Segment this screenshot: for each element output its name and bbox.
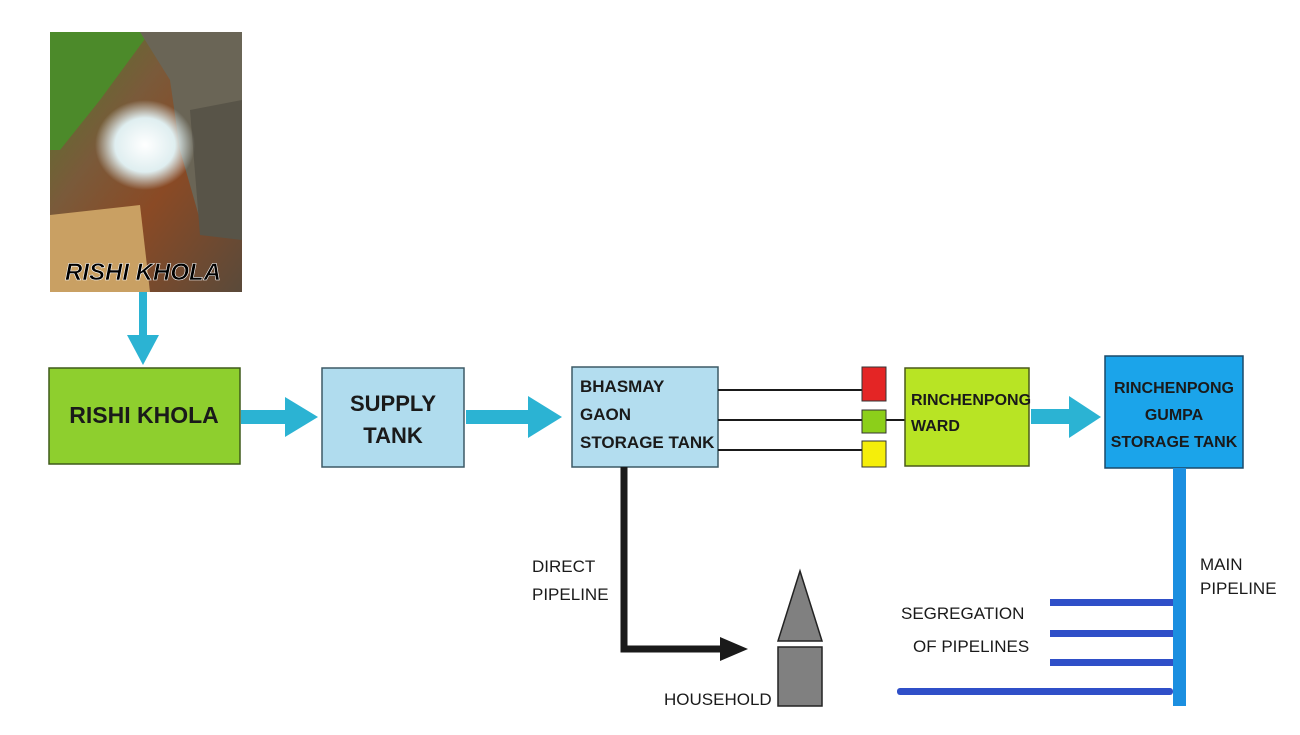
segregation-label-line1: SEGREGATION xyxy=(901,604,1024,623)
rishi-khola-photo: RISHI KHOLA xyxy=(50,32,242,292)
household-label: HOUSEHOLD xyxy=(664,690,772,709)
flow-arrow-1 xyxy=(241,397,318,437)
bhasmay-gaon-storage-tank-box xyxy=(571,366,719,468)
main-pipeline xyxy=(1173,468,1186,706)
household-icon xyxy=(776,568,824,707)
rinchenpong-ward-box xyxy=(904,367,1030,467)
main-pipeline-label-line2: PIPELINE xyxy=(1200,579,1277,598)
flow-arrow-down xyxy=(127,292,159,365)
main-pipeline-label-line1: MAIN xyxy=(1200,555,1243,574)
green-valve xyxy=(861,409,887,434)
ward-label-line2: WARD xyxy=(911,418,960,435)
red-valve xyxy=(861,366,887,402)
segregation-label-line2: OF PIPELINES xyxy=(913,637,1029,656)
branch-pipeline xyxy=(1050,599,1173,606)
direct-pipeline-label-line2: PIPELINE xyxy=(532,585,609,604)
rishi-khola-box xyxy=(48,367,241,465)
supply-tank-box xyxy=(321,367,465,468)
segregated-pipelines xyxy=(897,599,1173,695)
bhasmay-label-line2: GAON xyxy=(580,405,631,424)
gumpa-label-line2: GUMPA xyxy=(1145,407,1204,424)
direct-pipeline-arrow xyxy=(620,467,748,661)
direct-pipeline-label-line1: DIRECT xyxy=(532,557,595,576)
supply-tank-label-line2: TANK xyxy=(363,423,423,448)
flow-arrow-2 xyxy=(466,396,562,438)
rishi-khola-label: RISHI KHOLA xyxy=(69,402,219,428)
valve-connectors xyxy=(718,389,905,451)
bhasmay-label-line3: STORAGE TANK xyxy=(580,433,715,452)
ward-label-line1: RINCHENPONG xyxy=(911,392,1031,409)
photo-caption: RISHI KHOLA xyxy=(65,259,221,286)
gumpa-label-line3: STORAGE TANK xyxy=(1111,434,1238,451)
gumpa-label-line1: RINCHENPONG xyxy=(1114,380,1234,397)
branch-pipeline xyxy=(1050,659,1173,666)
branch-pipeline xyxy=(897,688,1173,695)
supply-tank-label-line1: SUPPLY xyxy=(350,391,436,416)
flow-arrow-3 xyxy=(1031,396,1101,438)
branch-pipeline xyxy=(1050,630,1173,637)
rinchenpong-gumpa-storage-tank-box xyxy=(1104,355,1244,469)
bhasmay-label-line1: BHASMAY xyxy=(580,377,665,396)
yellow-valve xyxy=(861,440,887,468)
